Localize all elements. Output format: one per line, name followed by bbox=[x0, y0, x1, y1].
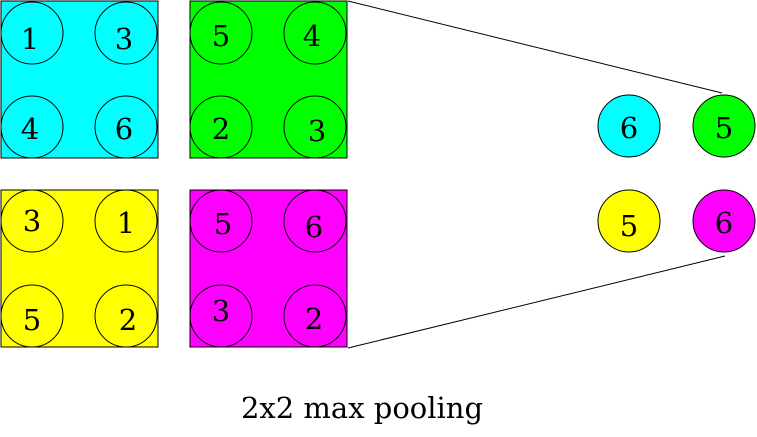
cell-value: 5 bbox=[212, 19, 230, 53]
cell-circle bbox=[94, 1, 158, 65]
input-block-cyan: 1 3 4 6 bbox=[0, 0, 159, 159]
cell-value: 2 bbox=[305, 302, 323, 336]
cell-circle bbox=[283, 189, 347, 253]
cell-circle bbox=[94, 95, 158, 159]
input-square-magenta bbox=[189, 189, 348, 348]
cell-value: 5 bbox=[23, 303, 41, 337]
cell-circle bbox=[189, 189, 253, 253]
output-grid: 6 5 5 6 bbox=[597, 94, 756, 253]
projection-line-top bbox=[347, 0, 723, 94]
cell-value: 3 bbox=[308, 114, 326, 148]
cell-circle bbox=[189, 95, 253, 159]
diagram-caption: 2x2 max pooling bbox=[241, 391, 483, 425]
cell-circle bbox=[283, 95, 347, 159]
cell-value: 4 bbox=[21, 112, 39, 146]
cell-circle bbox=[0, 1, 64, 65]
cell-value: 3 bbox=[212, 294, 230, 328]
input-block-yellow: 3 1 5 2 bbox=[0, 189, 159, 348]
cell-circle bbox=[189, 1, 253, 65]
cell-value: 6 bbox=[115, 112, 133, 146]
cell-circle bbox=[94, 284, 158, 348]
input-square-yellow bbox=[0, 189, 159, 348]
cell-value: 5 bbox=[214, 207, 232, 241]
cell-circle bbox=[189, 284, 253, 348]
projection-line-bottom bbox=[347, 255, 726, 349]
output-value: 5 bbox=[620, 209, 638, 243]
cell-value: 3 bbox=[23, 204, 41, 238]
output-value: 6 bbox=[620, 111, 638, 145]
cell-value: 1 bbox=[21, 22, 39, 56]
input-square-cyan bbox=[0, 0, 159, 159]
cell-circle bbox=[94, 189, 158, 253]
output-value: 5 bbox=[715, 111, 733, 145]
cell-circle bbox=[0, 95, 64, 159]
input-block-magenta: 5 6 3 2 bbox=[189, 189, 348, 348]
cell-circle bbox=[0, 284, 64, 348]
output-value: 6 bbox=[715, 206, 733, 240]
input-square-green bbox=[189, 0, 348, 159]
cell-value: 1 bbox=[117, 206, 135, 240]
cell-value: 3 bbox=[115, 22, 133, 56]
cell-circle bbox=[0, 189, 64, 253]
cell-value: 6 bbox=[305, 210, 323, 244]
cell-value: 2 bbox=[119, 303, 137, 337]
output-circle-green bbox=[692, 94, 756, 158]
cell-circle bbox=[283, 1, 347, 65]
cell-value: 2 bbox=[212, 112, 230, 146]
input-block-green: 5 4 2 3 bbox=[189, 0, 348, 159]
output-circle-magenta bbox=[692, 189, 756, 253]
cell-value: 4 bbox=[303, 19, 321, 53]
output-circle-cyan bbox=[597, 94, 661, 158]
output-circle-yellow bbox=[597, 189, 661, 253]
cell-circle bbox=[283, 284, 347, 348]
